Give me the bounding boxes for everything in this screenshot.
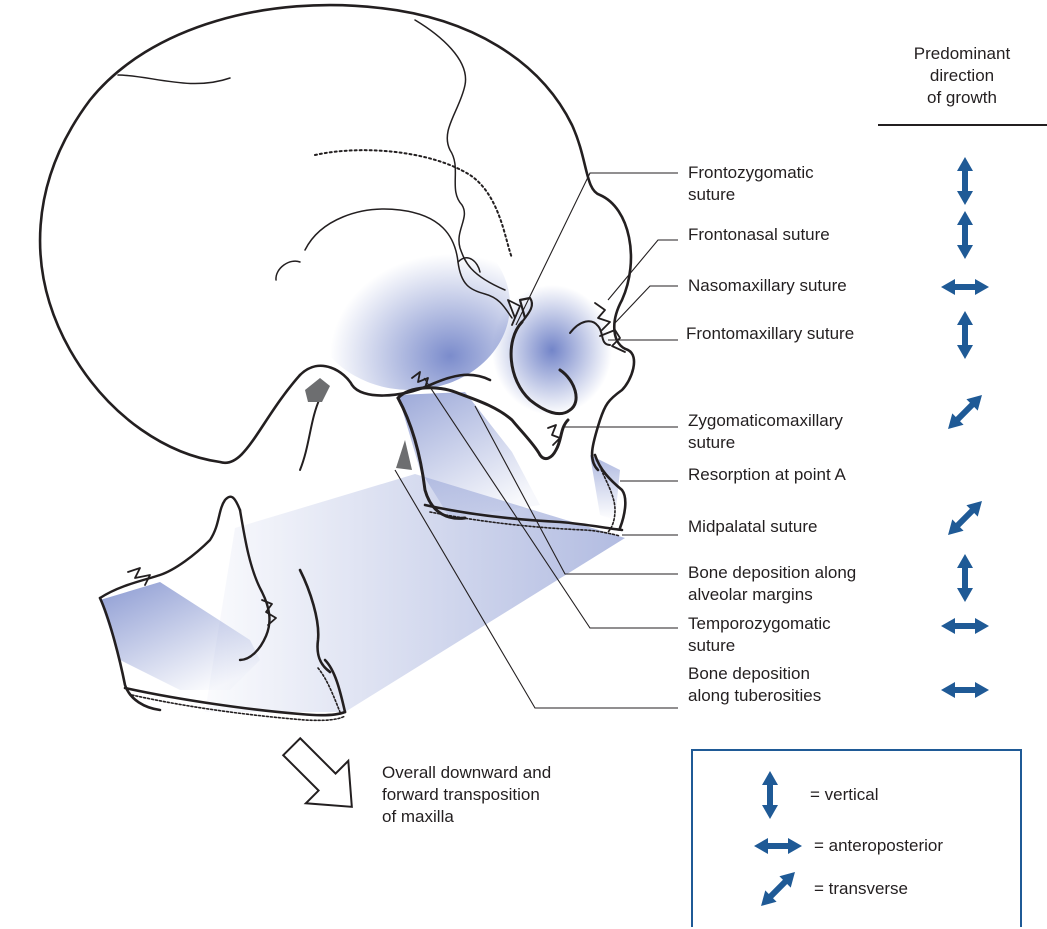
- hollow-down-right-arrow-icon: [271, 726, 374, 829]
- header-line: Predominant: [877, 43, 1047, 65]
- label-line: Zygomaticomaxillary: [688, 410, 843, 432]
- double-vertical-arrow-icon: [957, 157, 973, 205]
- header-line: direction: [877, 65, 1047, 87]
- double-horizontal-arrow-icon: [941, 682, 989, 698]
- double-diagonal-arrow-icon: [942, 389, 987, 434]
- label-line: Nasomaxillary suture: [688, 275, 847, 297]
- caption-line: Overall downward and: [382, 762, 551, 784]
- label-line: Midpalatal suture: [688, 516, 817, 538]
- label-alveolar-margins: Bone deposition along alveolar margins: [688, 562, 856, 606]
- header-line: of growth: [877, 87, 1047, 109]
- legend-anteroposterior-label: = anteroposterior: [814, 835, 943, 857]
- double-horizontal-arrow-icon: [941, 279, 989, 295]
- transposition-band: [205, 474, 625, 712]
- label-line: Frontozygomatic: [688, 162, 814, 184]
- growth-direction-arrows: [941, 157, 989, 698]
- double-diagonal-arrow-icon: [942, 495, 987, 540]
- double-horizontal-arrow-icon: [941, 618, 989, 634]
- legend-transverse-label: = transverse: [814, 878, 908, 900]
- label-line: suture: [688, 635, 831, 657]
- label-line: along tuberosities: [688, 685, 821, 707]
- caption-line: forward transposition: [382, 784, 551, 806]
- label-line: Frontonasal suture: [688, 224, 830, 246]
- label-resorption-point-a: Resorption at point A: [688, 464, 846, 486]
- transposition-caption: Overall downward and forward transpositi…: [382, 762, 551, 828]
- label-line: alveolar margins: [688, 584, 856, 606]
- caption-line: of maxilla: [382, 806, 551, 828]
- double-vertical-arrow-icon: [957, 554, 973, 602]
- label-nasomaxillary-suture: Nasomaxillary suture: [688, 275, 847, 297]
- label-temporozygomatic-suture: Temporozygomatic suture: [688, 613, 831, 657]
- double-vertical-arrow-icon: [957, 311, 973, 359]
- label-line: Resorption at point A: [688, 464, 846, 486]
- label-frontozygomatic-suture: Frontozygomatic suture: [688, 162, 814, 206]
- legend-vertical-label: = vertical: [810, 784, 879, 806]
- label-frontomaxillary-suture: Frontomaxillary suture: [686, 323, 854, 345]
- label-line: Bone deposition: [688, 663, 821, 685]
- label-line: suture: [688, 432, 843, 454]
- label-line: Temporozygomatic: [688, 613, 831, 635]
- label-line: suture: [688, 184, 814, 206]
- label-tuberosities: Bone deposition along tuberosities: [688, 663, 821, 707]
- label-line: Frontomaxillary suture: [686, 323, 854, 345]
- label-zygomaticomaxillary-suture: Zygomaticomaxillary suture: [688, 410, 843, 454]
- label-line: Bone deposition along: [688, 562, 856, 584]
- label-frontonasal-suture: Frontonasal suture: [688, 224, 830, 246]
- double-vertical-arrow-icon: [957, 211, 973, 259]
- growth-direction-header: Predominant direction of growth: [877, 43, 1047, 109]
- label-midpalatal-suture: Midpalatal suture: [688, 516, 817, 538]
